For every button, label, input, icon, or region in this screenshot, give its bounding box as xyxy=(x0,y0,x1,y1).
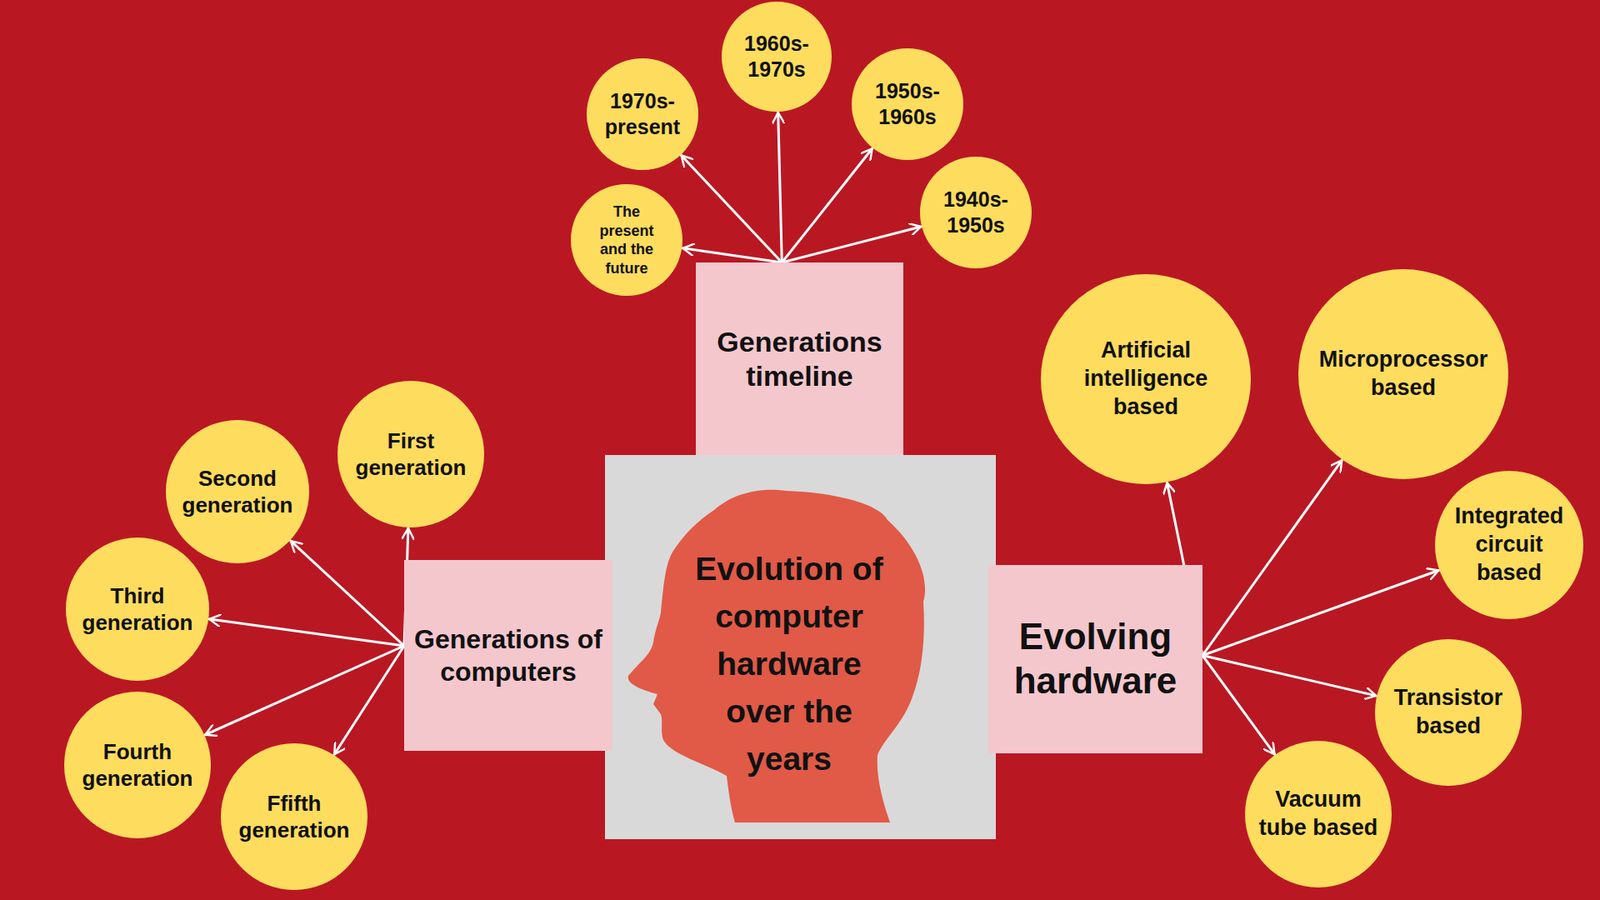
category-label: Generations of computers xyxy=(404,623,613,688)
circle-fill xyxy=(570,184,683,296)
arrow-connector xyxy=(681,155,783,264)
topic-circle: Microprocessor based xyxy=(1298,269,1509,480)
head-silhouette xyxy=(628,490,925,823)
circle-shape xyxy=(920,156,1032,269)
topic-circle: Second generation xyxy=(165,420,310,564)
arrow-connector xyxy=(1202,460,1342,655)
topic-circle: 1940s- 1950s xyxy=(920,156,1032,269)
circle-shape xyxy=(1245,740,1392,888)
circle-shape xyxy=(337,380,485,528)
arrow-connector xyxy=(1202,655,1275,755)
category-label: Generations timeline xyxy=(695,325,904,394)
circle-fill xyxy=(165,420,310,564)
arrow-connector xyxy=(778,112,783,263)
circle-shape xyxy=(1298,269,1509,480)
topic-label: Third generation xyxy=(76,582,199,637)
topic-circle: Vacuum tube based xyxy=(1245,740,1392,888)
category-box: Evolving hardware xyxy=(988,565,1203,754)
category-box: Generations of computers xyxy=(404,560,613,751)
arrow-connector xyxy=(1202,570,1439,656)
topic-label: 1940s- 1950s xyxy=(928,186,1024,240)
circle-shape xyxy=(65,537,210,681)
topic-label: Microprocessor based xyxy=(1314,345,1493,403)
arrow-connector xyxy=(682,248,782,263)
circle-shape xyxy=(220,743,368,890)
topic-label: Transistor based xyxy=(1385,684,1511,741)
circle-fill xyxy=(337,380,485,528)
topic-circle: Integrated circuit based xyxy=(1435,470,1584,620)
topic-circle: 1960s- 1970s xyxy=(721,1,832,112)
topic-label: Artificial intelligence based xyxy=(1056,336,1235,421)
topic-circle: First generation xyxy=(337,380,485,528)
circle-shape xyxy=(165,420,310,564)
circle-shape xyxy=(570,184,683,296)
head-group xyxy=(628,490,925,823)
topic-label: 1970s- present xyxy=(595,88,690,141)
topic-circle: Third generation xyxy=(65,537,210,681)
topic-label: Ffifth generation xyxy=(231,790,357,845)
topic-circle: Ffifth generation xyxy=(220,743,368,890)
circle-fill xyxy=(1245,740,1392,888)
circle-fill xyxy=(1435,470,1584,620)
circle-fill xyxy=(1298,269,1509,480)
circle-fill xyxy=(1375,639,1522,786)
center-panel xyxy=(605,455,996,840)
topic-label: Second generation xyxy=(176,465,299,520)
topic-label: 1960s- 1970s xyxy=(730,30,824,84)
topic-label: The present and the future xyxy=(591,202,662,278)
topic-label: First generation xyxy=(348,427,474,482)
arrow-connector xyxy=(209,619,405,646)
topic-circle: 1970s- present xyxy=(586,58,699,170)
topic-circle: Fourth generation xyxy=(64,691,211,839)
circle-fill xyxy=(64,691,211,839)
topic-circle: Artificial intelligence based xyxy=(1040,274,1251,485)
circle-fill xyxy=(586,58,699,170)
circle-shape xyxy=(721,1,832,112)
arrow-connector xyxy=(781,226,921,263)
topic-circle: The present and the future xyxy=(570,184,683,296)
center-title: Evolution of computer hardware over the … xyxy=(685,545,894,783)
arrow-connector xyxy=(781,148,872,263)
circle-shape xyxy=(64,691,211,839)
category-label: Evolving hardware xyxy=(988,615,1203,704)
circle-shape xyxy=(586,58,699,170)
category-box: Generations timeline xyxy=(695,262,904,455)
circle-fill xyxy=(920,156,1032,269)
circle-shape xyxy=(1375,639,1522,786)
center-topic-box: Evolution of computer hardware over the … xyxy=(605,455,996,840)
circle-fill xyxy=(65,537,210,681)
circle-fill xyxy=(721,1,832,112)
arrow-connector xyxy=(290,540,405,646)
circle-fill xyxy=(851,48,964,160)
topic-label: Fourth generation xyxy=(75,738,200,793)
circle-fill xyxy=(1040,274,1251,485)
topic-label: 1950s- 1960s xyxy=(860,78,955,131)
topic-label: Integrated circuit based xyxy=(1446,502,1573,587)
circle-shape xyxy=(851,48,964,160)
topic-circle: 1950s- 1960s xyxy=(851,48,964,160)
topic-label: Vacuum tube based xyxy=(1255,785,1381,843)
circle-fill xyxy=(220,743,368,890)
arrow-connector xyxy=(334,645,405,755)
topic-circle: Transistor based xyxy=(1375,639,1522,786)
